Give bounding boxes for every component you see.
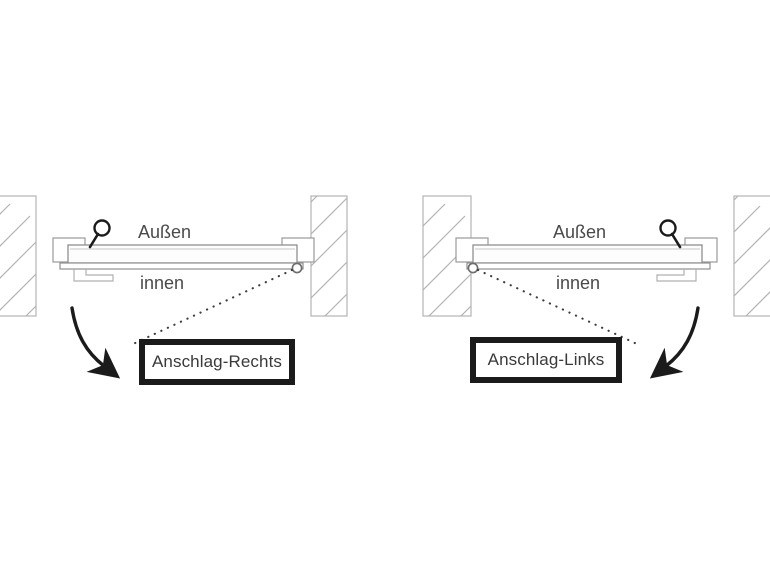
label-innen: innen bbox=[140, 273, 185, 293]
caption-text-links: Anschlag-Links bbox=[487, 350, 605, 369]
caption-inner: Anschlag-Rechts bbox=[145, 345, 289, 379]
caption-inner: Anschlag-Links bbox=[476, 343, 616, 377]
wall-hatch-icon-right bbox=[733, 195, 770, 317]
dotted-leader-line bbox=[476, 268, 639, 346]
label-aussen: Außen bbox=[553, 222, 607, 242]
wall-hatch-icon-left bbox=[0, 195, 37, 317]
door-handle-icon bbox=[659, 219, 682, 249]
panel-rechts-drawing bbox=[0, 195, 348, 379]
diagram-panel-rechts: Außen innen Anschlag-Rechts bbox=[0, 195, 348, 385]
door-leaf bbox=[67, 244, 298, 264]
label-innen: innen bbox=[556, 273, 601, 293]
hinge-pin-icon bbox=[291, 262, 303, 274]
door-leaf bbox=[472, 244, 703, 264]
door-sill bbox=[59, 262, 304, 270]
label-aussen: Außen bbox=[138, 222, 192, 242]
curved-arrow-icon bbox=[649, 306, 700, 379]
caption-text-rechts: Anschlag-Rechts bbox=[151, 352, 282, 371]
hinge-pin-icon bbox=[467, 262, 479, 274]
sill-bracket-detail bbox=[73, 269, 114, 282]
caption-box-links[interactable]: Anschlag-Links bbox=[470, 337, 622, 383]
dotted-leader-line bbox=[131, 268, 294, 346]
door-sill bbox=[466, 262, 711, 270]
curved-arrow-icon bbox=[70, 306, 121, 379]
caption-box-rechts[interactable]: Anschlag-Rechts bbox=[139, 339, 295, 385]
diagram-panel-links: Außen innen Anschlag-Links bbox=[385, 0, 770, 578]
sill-bracket-detail bbox=[656, 269, 697, 282]
panel-links-drawing bbox=[422, 195, 770, 379]
door-handle-icon bbox=[88, 219, 111, 249]
